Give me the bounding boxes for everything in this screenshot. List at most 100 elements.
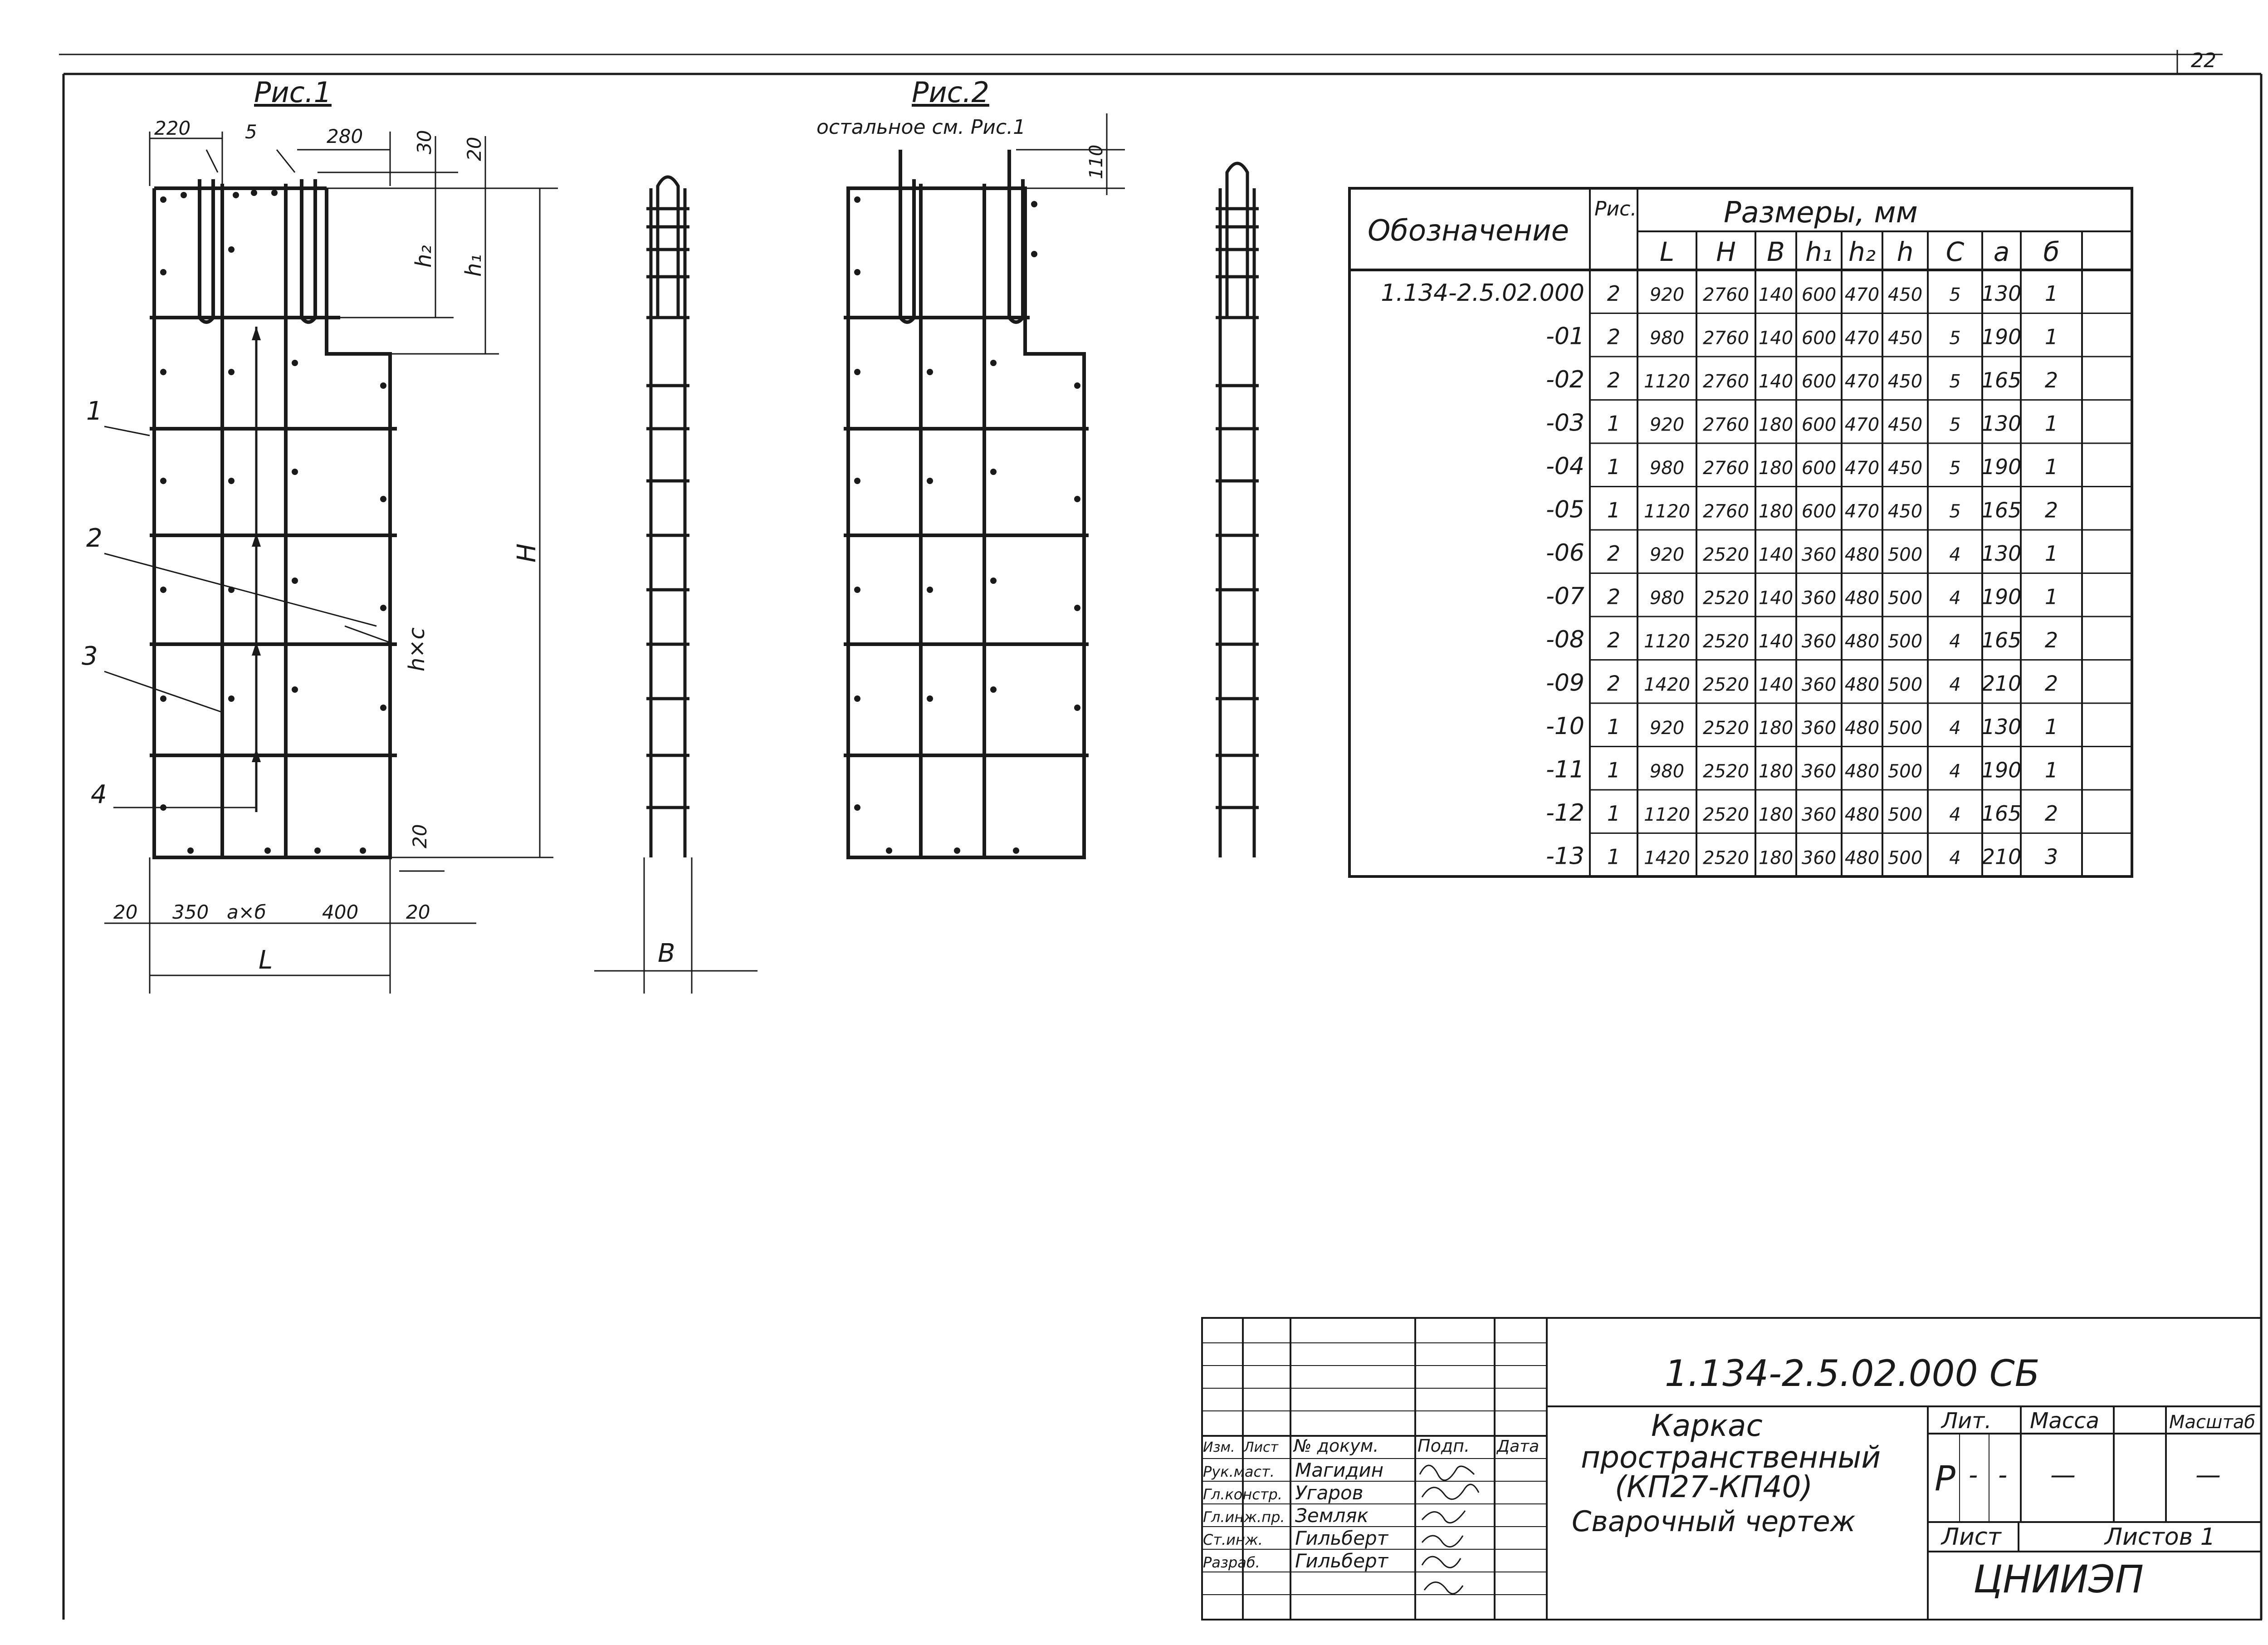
fig1-dim-400: 400 — [322, 901, 358, 923]
cell-designation: -10 — [1546, 713, 1584, 740]
cell-value: 2760 — [1703, 415, 1749, 436]
cell-value: 2520 — [1703, 848, 1749, 869]
fig1-dim-L: L — [259, 945, 273, 975]
fig1-dim-220: 220 — [154, 117, 191, 139]
cell-value: 360 — [1802, 675, 1836, 695]
cell-designation: -04 — [1546, 453, 1584, 480]
tb-name: Угаров — [1295, 1482, 1364, 1504]
cell-value: 5 — [1949, 371, 1960, 392]
fig2-dim-lines — [1016, 113, 1125, 195]
cell-value: 4 — [1949, 804, 1960, 825]
fig2-title: Рис.2 — [912, 76, 989, 109]
cell-designation: -03 — [1546, 410, 1584, 437]
cell-value: 470 — [1845, 458, 1879, 479]
tb-role-row: Разраб.Гильберт — [1203, 1550, 1389, 1572]
tb-role: Гл.констр. — [1203, 1486, 1282, 1503]
cell-value: 4 — [1949, 631, 1960, 652]
cell-designation: -07 — [1546, 583, 1584, 610]
cell-designation: -05 — [1546, 496, 1584, 524]
fig1-dim-280: 280 — [327, 125, 363, 147]
cell-value: 2 — [1607, 368, 1620, 392]
tb-role: Разраб. — [1203, 1554, 1260, 1571]
cell-value: 4 — [1949, 848, 1960, 869]
cell-value: 165 — [1982, 628, 2022, 652]
lit-label: Лит. — [1941, 1408, 1992, 1434]
cell-designation: -02 — [1546, 366, 1584, 393]
th-col: h — [1897, 236, 1914, 267]
cell-value: 1 — [2045, 411, 2058, 436]
cell-value: 140 — [1759, 328, 1793, 349]
fig1-dim-20-bottom: 20 — [409, 824, 431, 848]
cell-designation: -11 — [1546, 756, 1584, 783]
cell-value: 5 — [1949, 284, 1960, 305]
doc-code: 1.134-2.5.02.000 СБ — [1665, 1352, 2040, 1395]
fig1-dim-350: 350 — [172, 901, 209, 923]
title-block: 1.134-2.5.02.000 СБ Каркас пространствен… — [1201, 1317, 2262, 1621]
sheets-label: Листов 1 — [2104, 1523, 2215, 1551]
th-fig: Рис. — [1594, 197, 1637, 220]
cell-value: 1120 — [1644, 501, 1690, 522]
cell-value: 500 — [1888, 631, 1922, 652]
cell-value: 450 — [1888, 328, 1922, 349]
cell-value: 2 — [1607, 325, 1620, 349]
tb-role-row: Рук.маст.Магидин — [1203, 1459, 1383, 1481]
page-number: 22 — [2191, 49, 2216, 72]
cell-value: 2 — [2045, 368, 2058, 392]
th-col: a — [1994, 236, 2010, 267]
cell-value: 5 — [1949, 458, 1960, 479]
name-line3: (КП27-КП40) — [1615, 1469, 1813, 1504]
cell-value: 130 — [1982, 715, 2022, 739]
cell-value: 2520 — [1703, 631, 1749, 652]
cell-value: 2520 — [1703, 588, 1749, 609]
cell-value: 470 — [1845, 501, 1879, 522]
scale-value: — — [2195, 1460, 2221, 1490]
cell-value: 470 — [1845, 284, 1879, 305]
cell-value: 480 — [1845, 848, 1879, 869]
cell-value: 1120 — [1644, 804, 1690, 825]
cell-value: 165 — [1982, 368, 2022, 392]
cell-value: 480 — [1845, 804, 1879, 825]
fig1-dim-B: B — [658, 939, 675, 968]
fig1-title: Рис.1 — [254, 76, 332, 109]
th-col: h₂ — [1848, 236, 1876, 267]
tb-hdr-doc: № докум. — [1293, 1436, 1378, 1456]
cell-value: 1 — [1607, 411, 1620, 436]
cell-value: 600 — [1802, 458, 1836, 479]
org-name: ЦНИИЭП — [1973, 1557, 2144, 1601]
cell-value: 2520 — [1703, 544, 1749, 565]
cell-value: 600 — [1802, 284, 1836, 305]
tb-role: Ст.инж. — [1203, 1531, 1263, 1548]
name-line4: Сварочный чертеж — [1572, 1505, 1856, 1538]
tb-hdr-date: Дата — [1496, 1437, 1539, 1456]
cell-value: 1420 — [1644, 675, 1690, 695]
tb-name: Магидин — [1295, 1459, 1383, 1481]
lit-value: Р — [1935, 1458, 1955, 1498]
tb-hdr-list: Лист — [1243, 1439, 1279, 1455]
th-col: H — [1716, 236, 1736, 267]
cell-value: 180 — [1759, 804, 1793, 825]
cell-value: 180 — [1759, 761, 1793, 782]
cell-value: 1 — [2045, 541, 2058, 566]
cell-value: 5 — [1949, 415, 1960, 436]
cell-value: 980 — [1650, 458, 1684, 479]
lit-dash-2: - — [1998, 1460, 2007, 1490]
th-sizes: Размеры, мм — [1724, 196, 1918, 230]
cell-value: 3 — [2045, 845, 2058, 869]
fig1-dim-5: 5 — [245, 121, 257, 143]
cell-value: 480 — [1845, 675, 1879, 695]
th-col: C — [1946, 236, 1965, 267]
table-border — [1348, 187, 2133, 878]
fig1-weld-dots — [160, 190, 386, 854]
cell-designation: 1.134-2.5.02.000 — [1381, 279, 1584, 307]
cell-value: 2 — [1607, 585, 1620, 609]
cell-value: 4 — [1949, 675, 1960, 695]
cell-designation: -08 — [1546, 626, 1584, 653]
cell-value: 920 — [1650, 415, 1684, 436]
cell-value: 1420 — [1644, 848, 1690, 869]
th-col: L — [1660, 236, 1674, 267]
